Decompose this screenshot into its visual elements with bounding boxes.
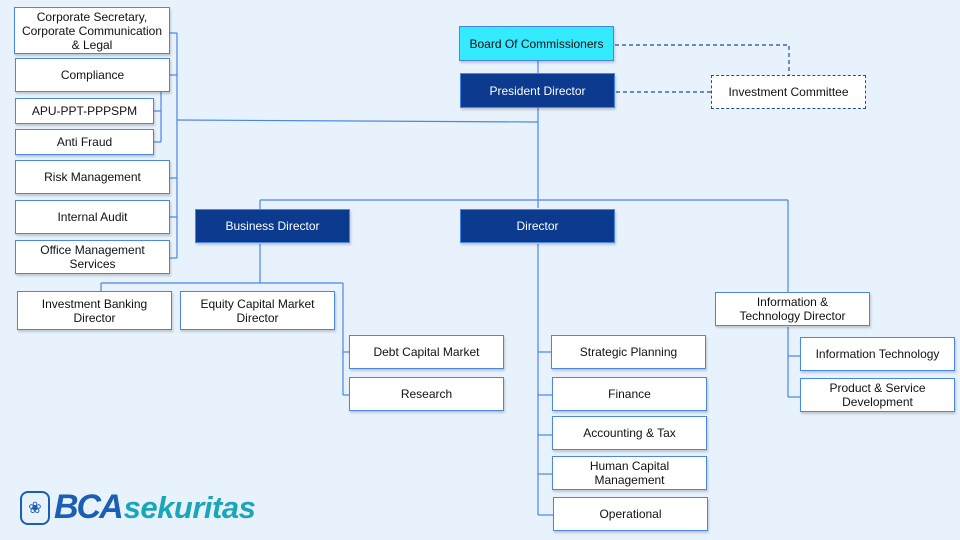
internal-audit-label: Internal Audit [57,210,128,224]
information-technology-label: Information Technology [815,347,940,361]
business-director-label: Business Director [225,219,320,233]
corporate-secretary-label: Corporate Secretary, Corporate Communica… [21,9,163,52]
anti-fraud-label: Anti Fraud [56,135,113,149]
finance-box: Finance [552,377,707,411]
logo-brand-text: BCA [54,488,124,526]
apu-ppt-pppspm-label: APU-PPT-PPPSPM [31,104,138,118]
director-label: Director [516,219,559,233]
bca-emblem-icon: ❀ [20,490,50,525]
product-service-development-label: Product & Service Development [829,381,926,409]
director-box: Director [460,209,615,243]
research-box: Research [349,377,504,411]
strategic-planning-box: Strategic Planning [551,335,706,369]
anti-fraud-box: Anti Fraud [15,129,154,155]
human-capital-management-label: Human Capital Management [589,459,670,487]
logo-suffix-text: sekuritas [123,489,256,525]
investment-committee-label: Investment Committee [728,85,849,99]
bca-sekuritas-logo: ❀ BCA sekuritas [20,488,256,527]
board-of-commissioners-label: Board Of Commissioners [469,36,604,51]
finance-label: Finance [608,387,651,401]
operational-label: Operational [599,507,662,521]
equity-capital-market-director-box: Equity Capital Market Director [180,291,335,330]
office-management-services-box: Office Management Services [15,240,170,274]
accounting-tax-box: Accounting & Tax [552,416,707,450]
president-director-label: President Director [489,83,586,98]
apu-ppt-pppspm-box: APU-PPT-PPPSPM [15,98,154,124]
debt-capital-market-label: Debt Capital Market [373,345,480,359]
it-director-box: Information & Technology Director [715,292,870,326]
strategic-planning-label: Strategic Planning [579,345,678,359]
internal-audit-box: Internal Audit [15,200,170,234]
investment-banking-director-box: Investment Banking Director [17,291,172,330]
research-label: Research [400,387,453,401]
corporate-secretary-box: Corporate Secretary, Corporate Communica… [14,7,170,54]
product-service-development-box: Product & Service Development [800,378,955,412]
operational-box: Operational [553,497,708,531]
debt-capital-market-box: Debt Capital Market [349,335,504,369]
office-management-services-label: Office Management Services [40,243,145,271]
it-director-label: Information & Technology Director [739,295,846,323]
compliance-label: Compliance [60,68,125,82]
compliance-box: Compliance [15,58,170,92]
risk-management-box: Risk Management [15,160,170,194]
board-of-commissioners-box: Board Of Commissioners [459,26,614,61]
investment-banking-director-label: Investment Banking Director [41,296,148,325]
president-director-box: President Director [460,73,615,108]
investment-committee-box: Investment Committee [711,75,866,109]
equity-capital-market-director-label: Equity Capital Market Director [200,296,315,325]
human-capital-management-box: Human Capital Management [552,456,707,490]
business-director-box: Business Director [195,209,350,243]
risk-management-label: Risk Management [44,170,141,184]
accounting-tax-label: Accounting & Tax [583,426,676,440]
information-technology-box: Information Technology [800,337,955,371]
